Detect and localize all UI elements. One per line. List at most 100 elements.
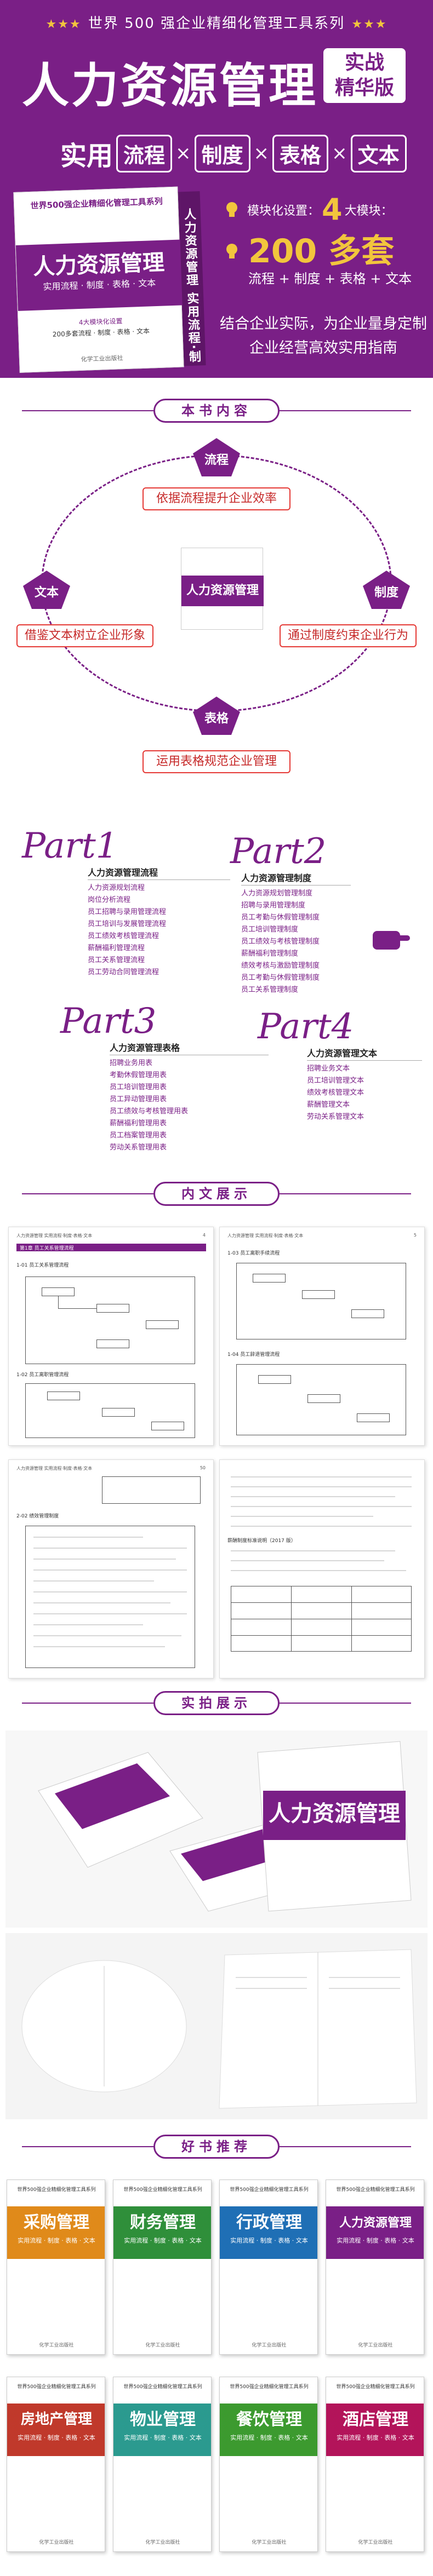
times-icon: × (253, 142, 270, 164)
section-title: 实拍展示 (153, 1691, 280, 1715)
book-subtitle: 实用流程 · 制度 · 表格 · 文本 (124, 2237, 202, 2244)
hero-banner: ★★★ 世界 500 强企业精细化管理工具系列 ★★★ 人力资源管理 实战 精华… (0, 0, 433, 378)
recommend-book-hotel[interactable]: 世界500强企业精细化管理工具系列 酒店管理 实用流程 · 制度 · 表格 · … (326, 2377, 424, 2552)
book-subtitle: 实用流程 · 制度 · 表格 · 文本 (230, 2434, 308, 2441)
sets-row: 200 多套 (222, 233, 425, 270)
flow-box (102, 1408, 135, 1417)
hero-info: 模块化设置： 4 大模块： 200 多套 流程 + 制度 + 表格 + 文本 (222, 194, 425, 287)
section-title: 内文展示 (153, 1182, 280, 1206)
table-line (291, 1586, 292, 1652)
part-item: 员工劳动合同管理流程 (88, 968, 159, 976)
section-title: 好书推荐 (153, 2135, 280, 2159)
book-subtitle: 实用流程 · 制度 · 表格 · 文本 (230, 2237, 308, 2244)
book-publisher: 化学工业出版社 (358, 2540, 393, 2545)
book-series: 世界500强企业精细化管理工具系列 (336, 2187, 415, 2193)
photo-books-stack: 人力资源管理 (5, 1730, 428, 1928)
hero-slogan: 结合企业实际，为企业量身定制 企业经营高效实用指南 (219, 312, 428, 360)
chapter-bar (16, 1244, 206, 1251)
flow-box (302, 1290, 335, 1299)
part-item: 员工培训管理用表 (110, 1083, 167, 1091)
content-cycle-diagram: 流程 制度 表格 文本 依据流程提升企业效率 通过制度约束企业行为 运用表格规范… (0, 433, 433, 838)
pentagon-icon (23, 571, 70, 609)
recommend-grid[interactable]: 世界500强企业精细化管理工具系列 采购管理 实用流程 · 制度 · 表格 · … (0, 2169, 433, 2576)
sets-number: 200 多套 (248, 232, 395, 271)
label-text: 借鉴文本树立企业形象 (16, 624, 153, 647)
slogan-line2: 企业经营高效实用指南 (249, 340, 397, 357)
recommend-book-admin[interactable]: 世界500强企业精细化管理工具系列 行政管理 实用流程 · 制度 · 表格 · … (219, 2180, 318, 2355)
part-3: Part3 人力资源管理表格 招聘业务用表 考勤休假管理用表 员工培训管理用表 … (60, 1002, 269, 1154)
book-title-band (7, 2404, 105, 2456)
book-title-band (7, 2206, 105, 2259)
policy-box (25, 1526, 195, 1668)
book-title: 财务管理 (130, 2213, 196, 2232)
node-form: 表格 (192, 695, 241, 736)
label-system: 通过制度约束企业行为 (280, 624, 417, 647)
book-series: 世界500强企业精细化管理工具系列 (230, 2384, 309, 2390)
modules-unit: 大模块： (344, 204, 393, 218)
recommend-book-realestate[interactable]: 世界500强企业精细化管理工具系列 房地产管理 实用流程 · 制度 · 表格 ·… (7, 2377, 105, 2552)
recommend-book-finance[interactable]: 世界500强企业精细化管理工具系列 财务管理 实用流程 · 制度 · 表格 · … (113, 2180, 212, 2355)
flow-box (351, 1309, 384, 1318)
recommend-book-property[interactable]: 世界500强企业精细化管理工具系列 物业管理 实用流程 · 制度 · 表格 · … (113, 2377, 212, 2552)
text-line (231, 1516, 373, 1517)
part-item: 薪酬福利管理流程 (88, 944, 145, 952)
text-line (33, 1646, 165, 1647)
page-header: 人力资源管理 实用流程·制度·表格·文本 (16, 1233, 93, 1238)
book-series: 世界500强企业精细化管理工具系列 (30, 196, 163, 211)
book-series: 世界500强企业精细化管理工具系列 (123, 2384, 202, 2390)
page-number: 5 (413, 1233, 417, 1238)
part-4: Part4 人力资源管理文本 招聘业务文本 员工培训管理文本 绩效考核管理文本 … (258, 1008, 422, 1123)
lightbulb-icon (226, 244, 237, 258)
book-title: 行政管理 (236, 2213, 302, 2232)
section-header-recommend: 好书推荐 (0, 2130, 433, 2163)
page-number: 4 (202, 1233, 206, 1238)
document-box (102, 1476, 201, 1504)
part-title: 人力资源管理文本 (307, 1046, 422, 1061)
part-item: 员工考勤与休假管理制度 (241, 913, 320, 922)
part-item: 员工档案管理用表 (110, 1131, 167, 1140)
text-line (231, 1506, 412, 1507)
flow-line (58, 1308, 96, 1309)
text-line (231, 1526, 412, 1527)
keyword-system: 制度 (194, 134, 250, 173)
section-header-content: 本书内容 (0, 394, 433, 427)
book-subtitle: 实用流程 · 制度 · 表格 · 文本 (18, 2237, 95, 2244)
text-line (231, 1560, 384, 1561)
edition-badge: 实战 精华版 (323, 48, 406, 103)
book-front: 世界500强企业精细化管理工具系列 人力资源管理 实用流程 · 制度 · 表格 … (13, 186, 184, 373)
part-item: 员工绩效与考核管理用表 (110, 1107, 189, 1116)
flow-box (96, 1339, 129, 1348)
flow-line (58, 1296, 59, 1308)
pentagon-icon (193, 697, 240, 735)
sample-page-4: 薪酬制度标准说明（2017 版） (219, 1459, 425, 1678)
recommend-book-catering[interactable]: 世界500强企业精细化管理工具系列 餐饮管理 实用流程 · 制度 · 表格 · … (219, 2377, 318, 2552)
section-title: 薪酬制度标准说明（2017 版） (227, 1538, 296, 1544)
table-line (231, 1602, 412, 1603)
chapter-title: 第1章 员工关系管理流程 (20, 1246, 74, 1251)
sample-page-2: 人力资源管理 实用流程·制度·表格·文本 5 1-03 员工离职手续流程 1-0… (219, 1227, 425, 1446)
photo-gallery: 人力资源管理 (0, 1730, 433, 2125)
page-number: 50 (200, 1465, 206, 1470)
sample-pages: 人力资源管理 实用流程·制度·表格·文本 4 第1章 员工关系管理流程 1-01… (0, 1227, 433, 1681)
node-process: 流程 (192, 437, 241, 478)
page-header: 人力资源管理 实用流程·制度·表格·文本 (227, 1233, 304, 1238)
table-line (351, 1586, 352, 1652)
book-publisher: 化学工业出版社 (39, 2343, 74, 2348)
recommend-book-purchasing[interactable]: 世界500强企业精细化管理工具系列 采购管理 实用流程 · 制度 · 表格 · … (7, 2180, 105, 2355)
book-publisher: 化学工业出版社 (145, 2343, 180, 2348)
book-publisher: 化学工业出版社 (252, 2540, 287, 2545)
text-line (33, 1624, 143, 1625)
section-title: 2-02 绩效管理制度 (16, 1514, 59, 1519)
book-subtitle: 实用流程 · 制度 · 表格 · 文本 (124, 2434, 202, 2441)
recommend-book-hr[interactable]: 世界500强企业精细化管理工具系列 人力资源管理 实用流程 · 制度 · 表格 … (326, 2180, 424, 2355)
part-title: 人力资源管理流程 (88, 865, 230, 880)
book-title-band (113, 2206, 211, 2259)
part-item: 员工培训管理制度 (241, 925, 299, 934)
part-item: 招聘业务文本 (307, 1065, 350, 1073)
flow-box (42, 1287, 75, 1296)
text-line (33, 1569, 187, 1571)
photo-open-book (5, 1933, 428, 2119)
part-item: 招聘业务用表 (110, 1059, 153, 1067)
part-item: 绩效考核与激励管理制度 (241, 962, 320, 970)
keyword-form: 表格 (272, 134, 329, 173)
